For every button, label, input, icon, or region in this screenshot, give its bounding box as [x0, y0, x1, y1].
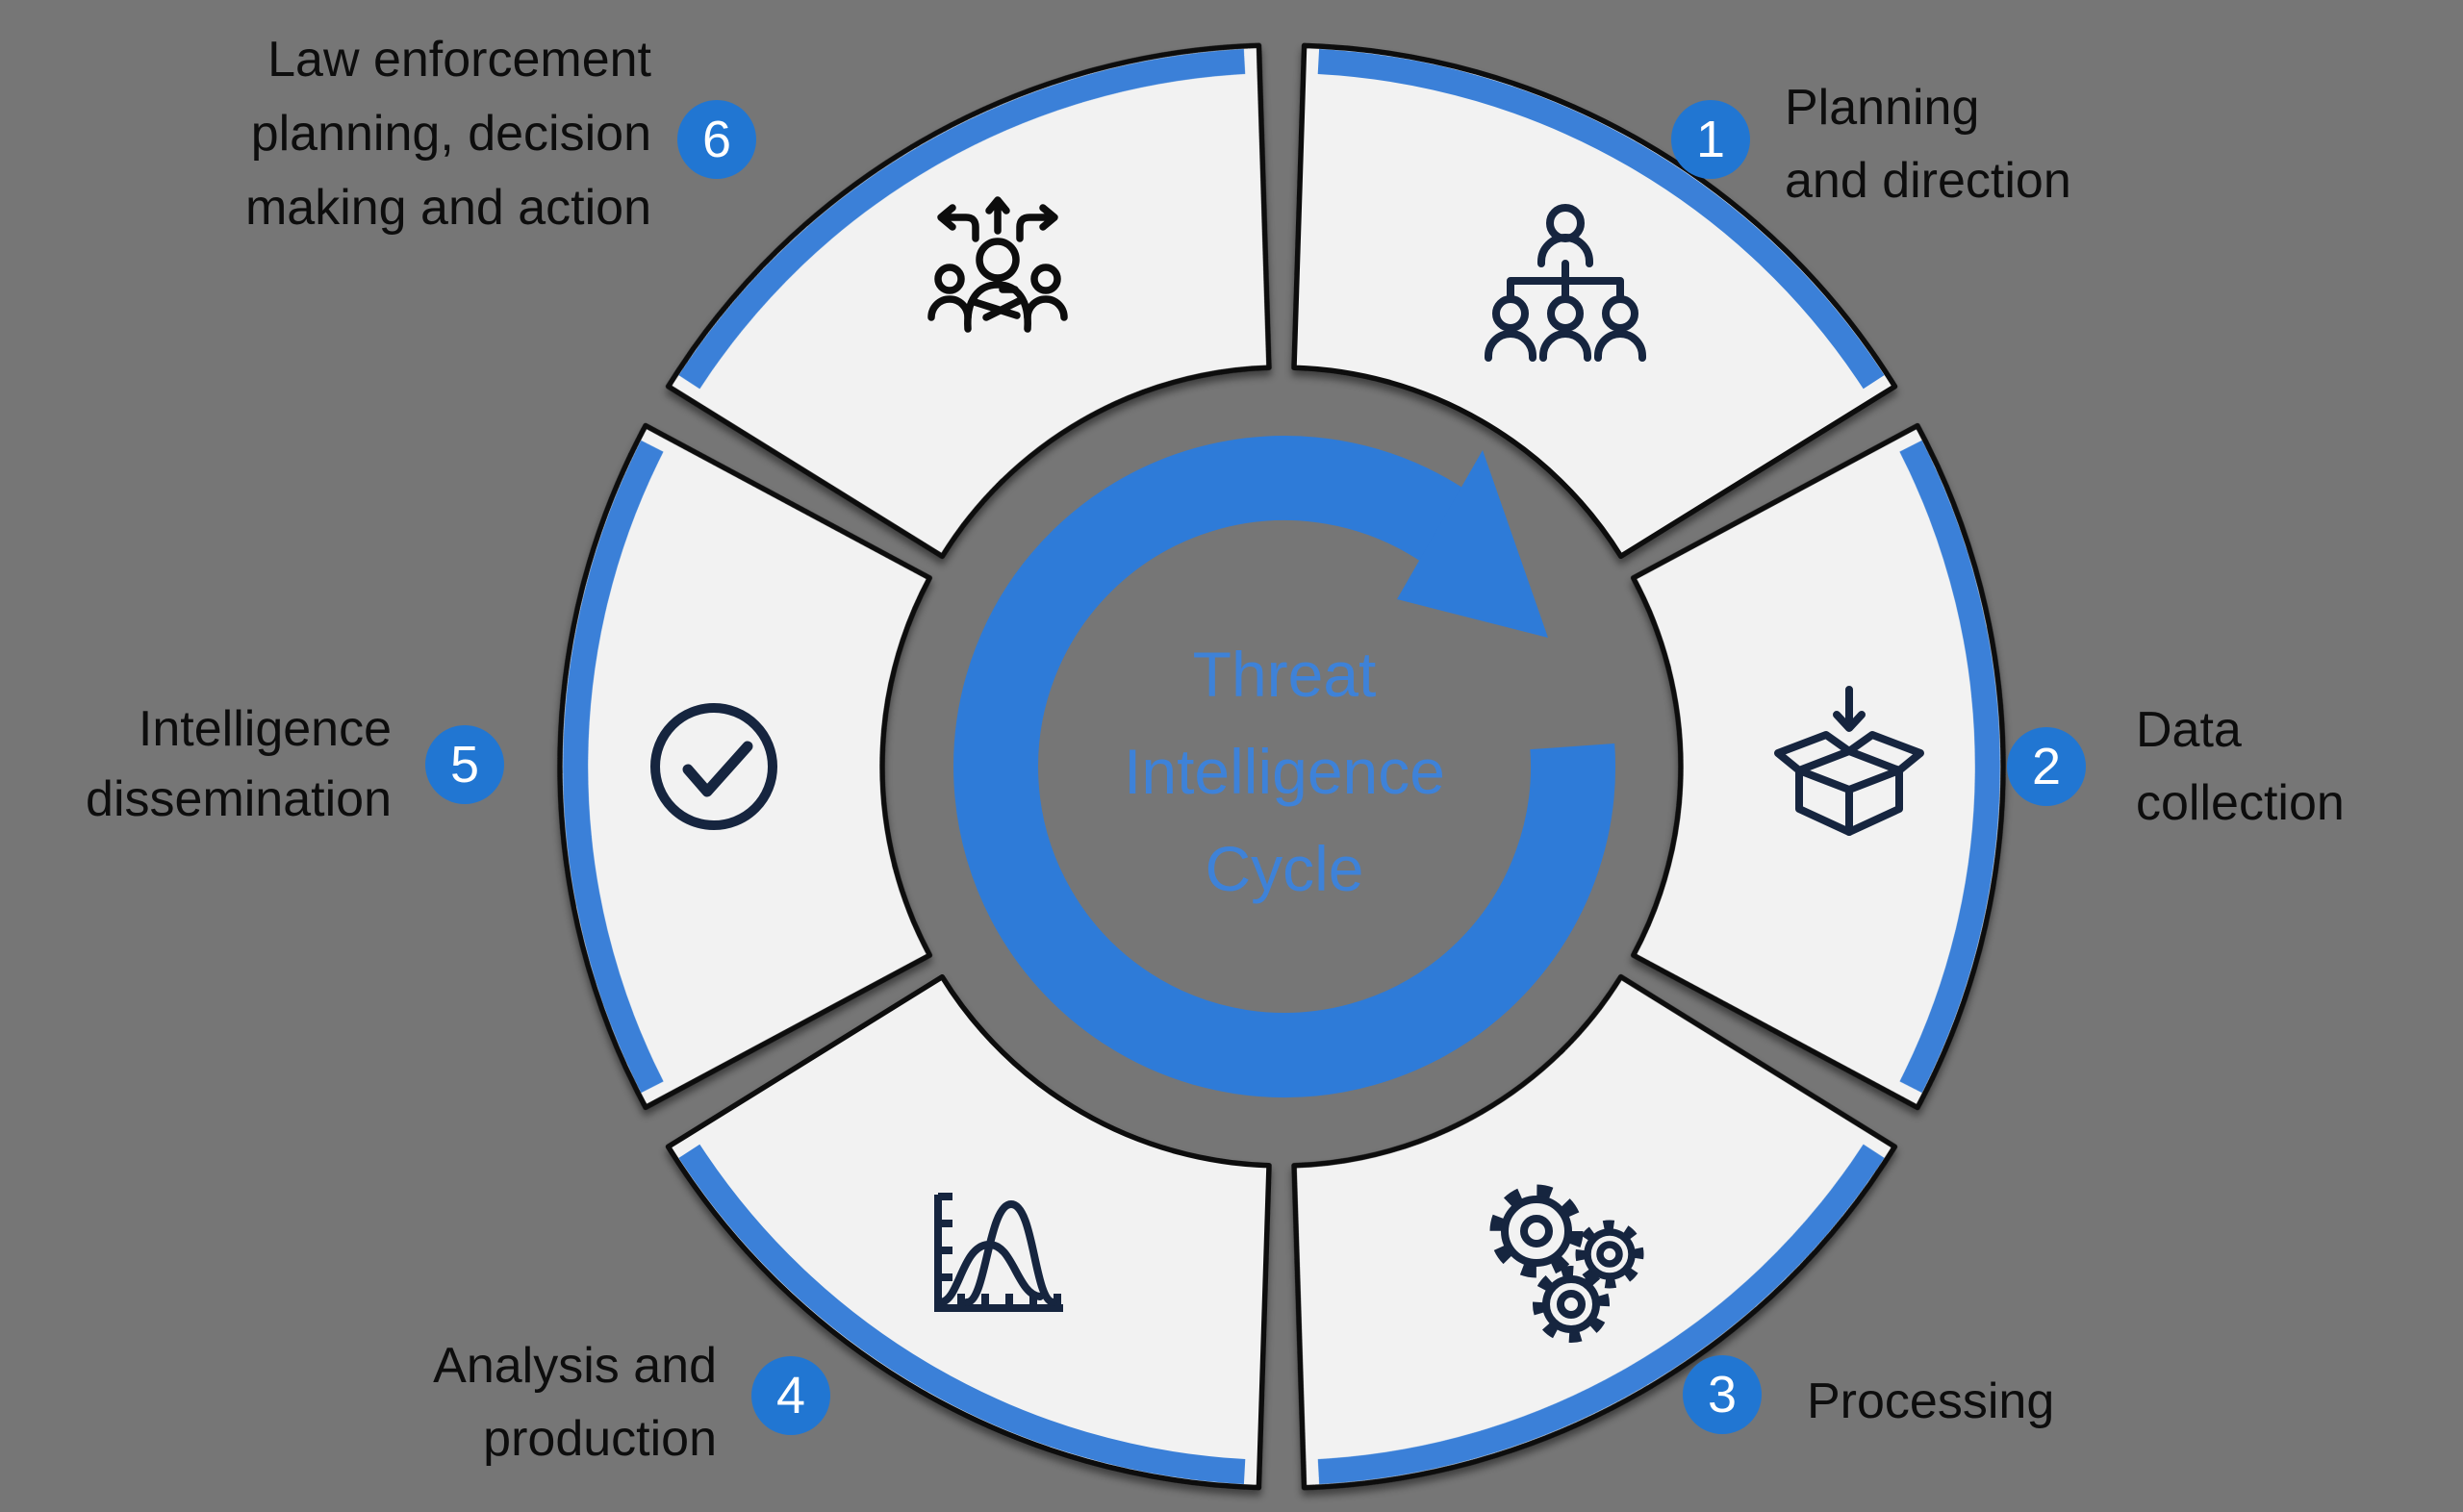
step-number: 5: [449, 736, 480, 794]
step-badge-2: 2: [2007, 727, 2086, 806]
decision-people-icon: [927, 196, 1068, 333]
cycle-title-line: Cycle: [1205, 833, 1364, 904]
step-label-5: Intelligence dissemination: [86, 694, 392, 835]
check-circle-icon: [650, 703, 777, 830]
step-label-line: and direction: [1785, 153, 2071, 209]
step-label-line: Data: [2136, 702, 2242, 758]
step-number: 3: [1707, 1366, 1738, 1424]
cycle-title-line: Intelligence: [1124, 736, 1445, 807]
step-badge-3: 3: [1683, 1355, 1762, 1434]
step-label-line: Intelligence: [138, 701, 392, 757]
step-label-line: making and action: [244, 180, 651, 236]
step-label-line: Processing: [1807, 1373, 2055, 1429]
gears-icon: [1489, 1184, 1644, 1343]
cycle-arrowhead: [1397, 450, 1548, 638]
cycle-title: Threat Intelligence Cycle: [996, 626, 1573, 918]
open-box-arrow-icon: [1774, 686, 1924, 836]
step-number: 2: [2031, 738, 2062, 795]
step-number: 4: [775, 1367, 806, 1424]
step-badge-4: 4: [751, 1356, 830, 1435]
step-number: 1: [1695, 111, 1726, 168]
cycle-title-line: Threat: [1192, 639, 1377, 710]
step-label-1: Planning and direction: [1785, 71, 2071, 217]
step-number: 6: [701, 111, 732, 168]
step-label-line: dissemination: [86, 771, 392, 827]
bell-curve-chart-icon: [934, 1193, 1063, 1312]
step-label-line: Analysis and: [433, 1338, 717, 1394]
step-label-line: Law enforcement: [267, 32, 651, 88]
step-label-6: Law enforcement planning, decision makin…: [245, 23, 651, 245]
step-badge-5: 5: [425, 725, 504, 804]
cycle-arrow: [953, 436, 1615, 1097]
step-label-2: Data collection: [2136, 693, 2345, 840]
step-label-line: Planning: [1785, 80, 1980, 136]
step-badge-6: 6: [677, 100, 756, 179]
step-label-4: Analysis and production: [433, 1329, 717, 1475]
step-label-line: production: [483, 1411, 717, 1467]
step-label-line: collection: [2136, 775, 2345, 831]
org-hierarchy-icon: [1485, 204, 1646, 362]
step-label-3: Processing: [1807, 1365, 2054, 1438]
step-badge-1: 1: [1671, 100, 1750, 179]
step-label-line: planning, decision: [250, 106, 651, 162]
